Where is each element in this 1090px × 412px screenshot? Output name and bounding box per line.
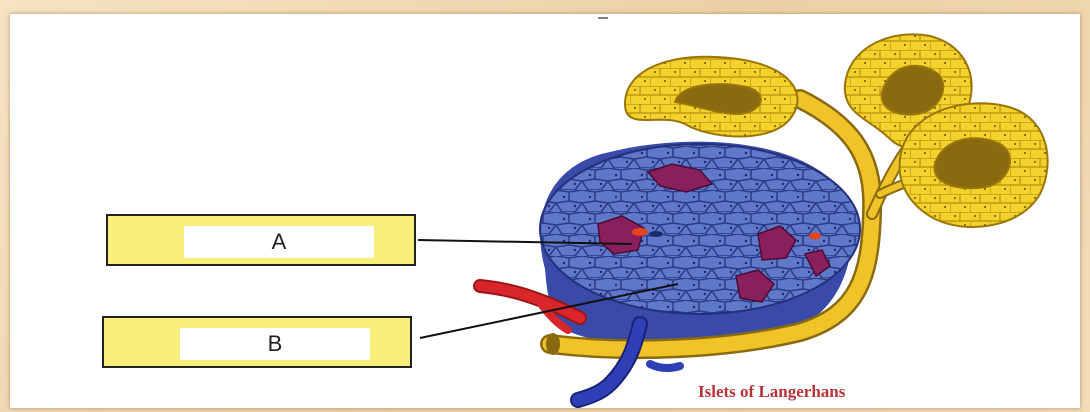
label-box-b: B <box>102 316 412 368</box>
label-a-field[interactable]: A <box>184 226 374 258</box>
label-box-a: A <box>106 214 416 266</box>
diagram-panel: A B Islets of Langerhans <box>10 14 1080 408</box>
figure-caption: Islets of Langerhans <box>698 382 845 402</box>
label-a-text: A <box>272 229 287 255</box>
duct-opening <box>546 333 560 355</box>
label-b-field[interactable]: B <box>180 328 370 360</box>
label-b-text: B <box>268 331 283 357</box>
